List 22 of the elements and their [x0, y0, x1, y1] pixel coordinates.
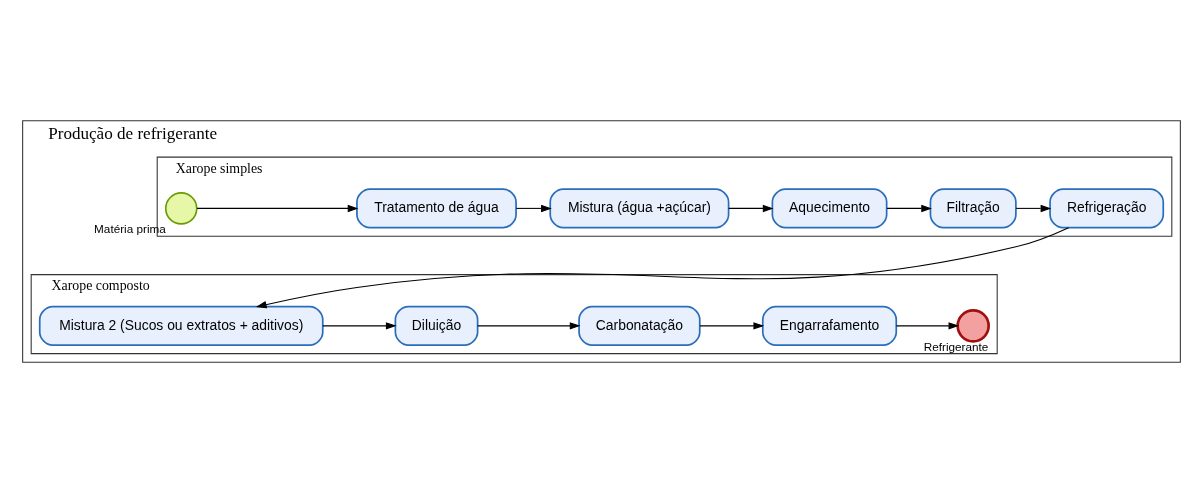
node-box: Aquecimento — [771, 188, 887, 229]
arrow — [895, 322, 959, 330]
node-box: Carbonatação — [577, 305, 701, 346]
arrow — [196, 204, 358, 213]
node-box: Filtração — [929, 188, 1017, 229]
arrow — [515, 204, 552, 213]
node-box: Tratamento de água — [355, 188, 517, 229]
arrow — [476, 322, 580, 330]
arrow — [885, 204, 932, 213]
node-box: Engarrafamento — [761, 305, 897, 346]
node-circle — [955, 309, 990, 343]
arrow — [255, 227, 1069, 309]
node-box: Refrigeração — [1048, 188, 1164, 229]
arrow — [698, 322, 764, 330]
arrow — [1015, 204, 1051, 213]
node-box: Mistura 2 (Sucos ou extratos + aditivos) — [38, 305, 324, 346]
arrow — [321, 322, 397, 330]
node-label: Refrigerante — [923, 339, 988, 353]
arrow — [727, 204, 773, 213]
node-box: Diluição — [394, 305, 478, 346]
node-box: Mistura (água +açúcar) — [548, 188, 729, 229]
node-circle — [164, 192, 198, 225]
